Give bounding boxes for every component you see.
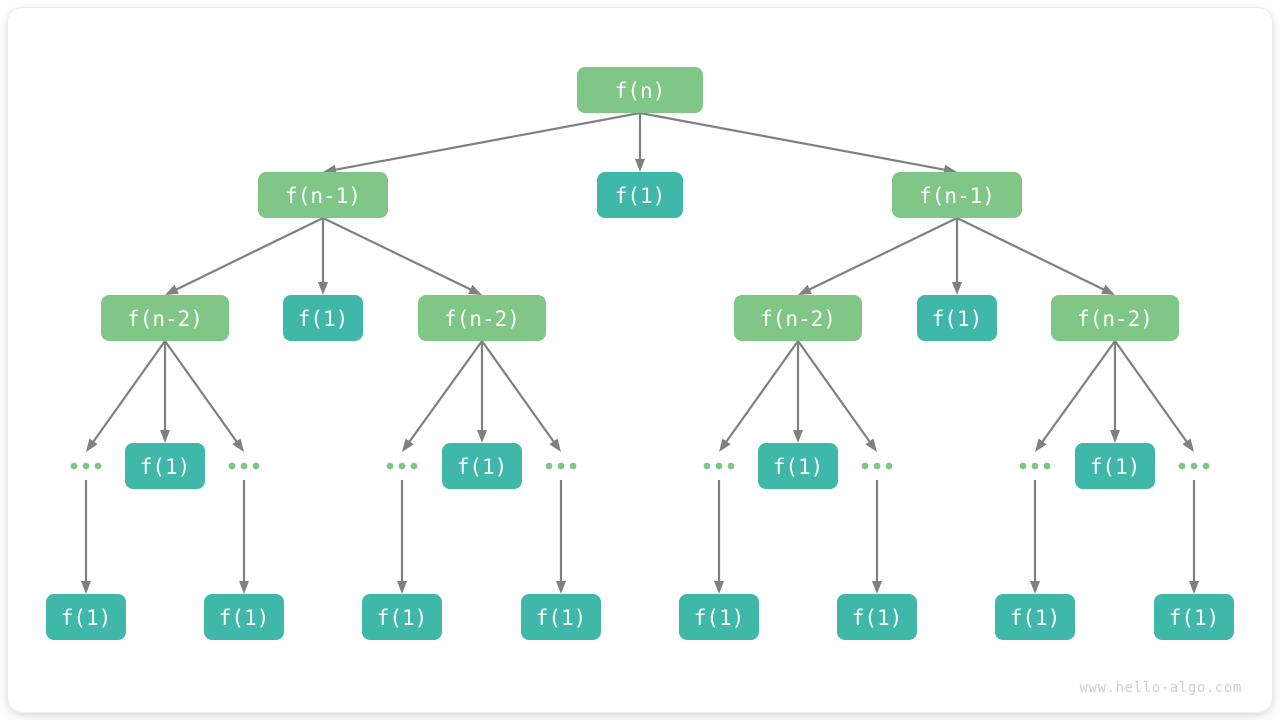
edge-n0-to-n1a [323,111,641,175]
node-label: f(n-2) [127,307,203,331]
tree-node-n4g[interactable]: f(1) [995,594,1075,640]
node-label: f(n) [615,79,666,103]
tree-node-n2c[interactable]: f(n-2) [418,295,546,341]
tree-node-n3b[interactable]: f(1) [442,443,522,489]
ellipsis-node: ... [386,462,418,470]
node-label: f(n-2) [444,307,520,331]
edge-e3h-to-n4h [1189,480,1199,594]
tree-node-n0[interactable]: f(n) [577,67,703,113]
edge-n1c-to-n2e [952,218,962,295]
edge-e3b-to-n4b [239,480,249,594]
ellipsis-node: ... [861,462,893,470]
tree-node-n2f[interactable]: f(n-2) [1051,295,1179,341]
node-label: f(n-2) [760,307,836,331]
tree-node-n4e[interactable]: f(1) [679,594,759,640]
tree-node-n4h[interactable]: f(1) [1154,594,1234,640]
edge-e3c-to-n4c [397,480,407,594]
edge-n2f-to-n3d [1110,341,1120,443]
edge-n2c-to-e3c [402,340,483,452]
node-label: f(1) [1010,606,1061,630]
node-label: f(1) [377,606,428,630]
ellipsis-node: ... [1178,462,1210,470]
node-label: f(1) [61,606,112,630]
tree-node-n4f[interactable]: f(1) [837,594,917,640]
node-label: f(1) [1090,455,1141,479]
edge-n2d-to-e3f [797,340,877,452]
tree-node-n4d[interactable]: f(1) [521,594,601,640]
edge-e3e-to-n4e [714,480,724,594]
edge-e3f-to-n4f [872,480,882,594]
edge-n1c-to-n2f [956,217,1115,295]
edge-n2a-to-e3b [164,340,244,452]
nodes-layer: f(n) f(n-1) f(1) f(n-1) f(n-2) f(1) f(n-2) f(n-… [46,67,1234,640]
edge-n2d-to-e3e [719,340,799,452]
node-label: f(n-2) [1077,307,1153,331]
edge-n2f-to-e3h [1114,340,1194,452]
tree-node-n4a[interactable]: f(1) [46,594,126,640]
tree-node-n1a[interactable]: f(n-1) [258,172,388,218]
edge-e3g-to-n4g [1030,480,1040,594]
node-label: f(1) [1169,606,1220,630]
edge-n1a-to-n2a [165,217,324,295]
tree-node-n1b[interactable]: f(1) [597,172,683,218]
tree-node-n1c[interactable]: f(n-1) [892,172,1022,218]
tree-node-n4c[interactable]: f(1) [362,594,442,640]
edge-n0-to-n1b [635,113,645,172]
tree-node-n2e[interactable]: f(1) [917,295,997,341]
node-label: f(1) [615,184,666,208]
node-label: f(1) [536,606,587,630]
node-label: f(1) [773,455,824,479]
tree-node-n4b[interactable]: f(1) [204,594,284,640]
tree-node-n3a[interactable]: f(1) [125,443,205,489]
edge-n2a-to-n3a [160,341,170,443]
tree-node-n2b[interactable]: f(1) [283,295,363,341]
edge-n2f-to-e3g [1035,340,1116,452]
ellipsis-node: ... [1019,462,1051,470]
node-label: f(1) [852,606,903,630]
tree-node-n3d[interactable]: f(1) [1075,443,1155,489]
node-label: f(n-1) [285,184,361,208]
node-label: f(1) [457,455,508,479]
node-label: f(n-1) [919,184,995,208]
tree-node-n2a[interactable]: f(n-2) [101,295,229,341]
edge-n2c-to-n3b [477,341,487,443]
edge-n0-to-n1c [639,111,957,175]
edge-n1a-to-n2c [322,217,482,295]
node-label: f(1) [219,606,270,630]
edge-e3a-to-n4a [81,480,91,594]
watermark-label: www.hello-algo.com [1079,680,1242,696]
node-label: f(1) [932,307,983,331]
node-label: f(1) [298,307,349,331]
edge-n2a-to-e3a [86,340,166,452]
edge-n2d-to-n3c [793,341,803,443]
ellipsis-node: ... [703,462,735,470]
node-label: f(1) [694,606,745,630]
ellipsis-node: ... [70,462,102,470]
ellipsis-node: ... [228,462,260,470]
tree-node-n2d[interactable]: f(n-2) [734,295,862,341]
ellipsis-node: ... [545,462,577,470]
edge-n1a-to-n2b [318,218,328,295]
tree-node-n3c[interactable]: f(1) [758,443,838,489]
node-label: f(1) [140,455,191,479]
edge-e3d-to-n4d [556,480,566,594]
edge-n1c-to-n2d [798,217,958,295]
edge-n2c-to-e3d [481,340,561,452]
